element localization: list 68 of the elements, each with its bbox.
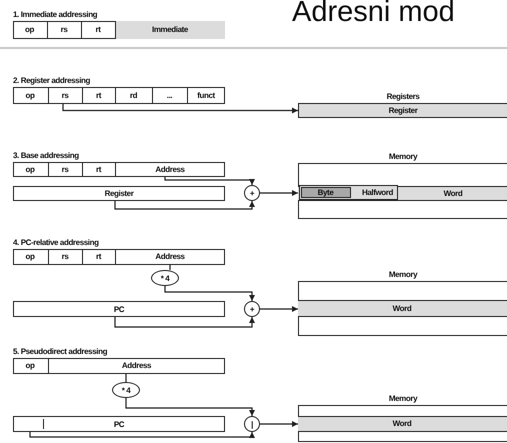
field-label: Register (104, 189, 134, 198)
field-label: rs (62, 252, 68, 261)
field-label: rt (96, 164, 101, 174)
halfword-box (299, 185, 398, 200)
multiplier-ellipse (151, 270, 179, 286)
field-label: PC (114, 420, 124, 428)
memory-word-row (298, 416, 506, 432)
field-label: op (26, 252, 34, 261)
page-title: Adresni mod (292, 0, 455, 29)
field-label: rt (96, 25, 100, 34)
connector-arrow (260, 306, 298, 312)
memory-word-row (298, 186, 506, 200)
operator-symbol: * 4 (160, 274, 170, 282)
connector-arrow (114, 317, 255, 328)
field-label: op (26, 361, 34, 370)
operator-circle (244, 185, 260, 201)
unit-heading: Memory (388, 152, 418, 161)
section-heading: 3. Base addressing (13, 151, 79, 160)
field-label: PC (114, 304, 124, 314)
register-box (13, 186, 225, 201)
field-label: Word (392, 419, 412, 428)
unit-heading: Memory (388, 394, 418, 403)
field-label: rs (60, 25, 68, 34)
connector-arrow (62, 104, 298, 114)
field-label: rd (130, 90, 138, 100)
operator-symbol: | (251, 420, 253, 428)
operator-symbol: + (250, 304, 254, 314)
field-label: op (25, 25, 34, 34)
register-box (13, 416, 225, 432)
connector-arrow (164, 286, 255, 301)
field-label: Halfword (362, 188, 393, 197)
section-heading: 4. PC-relative addressing (13, 238, 99, 247)
field-label: rs (62, 90, 68, 100)
connector-arrow (164, 177, 255, 185)
field-label: Address (155, 252, 185, 261)
field-label: rs (62, 164, 68, 174)
field-label: Address (122, 361, 152, 370)
section-heading: 2. Register addressing (13, 76, 90, 85)
memory-word-row (298, 300, 506, 316)
field-label: ... (166, 90, 172, 100)
multiplier-ellipse (112, 382, 140, 398)
field-label: rt (96, 252, 101, 261)
byte-box (300, 186, 350, 198)
field-label: Byte (318, 188, 334, 196)
operator-circle (244, 416, 260, 432)
register-box (13, 301, 225, 317)
section-heading: 5. Pseudodirect addressing (13, 347, 108, 356)
connector-arrow (260, 421, 298, 427)
unit-heading: Memory (388, 270, 418, 279)
field-label: op (26, 90, 34, 100)
connector-arrow (125, 398, 255, 416)
instruction-field (114, 20, 224, 38)
field-label: Word (442, 188, 464, 198)
field-label: Register (388, 106, 418, 115)
field-label: funct (197, 90, 215, 100)
connector-arrow (260, 190, 298, 196)
connector-arrow (114, 201, 255, 210)
unit-heading: Registers (386, 92, 420, 101)
field-label: Address (155, 164, 185, 174)
operator-symbol: + (250, 188, 254, 198)
operator-symbol: * 4 (122, 386, 130, 394)
field-label: rt (96, 90, 101, 100)
field-label: Immediate (152, 25, 188, 34)
field-label: Word (392, 304, 412, 312)
section-heading: 1. Immediate addressing (13, 10, 98, 19)
field-label: op (26, 164, 34, 174)
connector-arrow (29, 432, 255, 438)
operator-circle (244, 301, 260, 317)
